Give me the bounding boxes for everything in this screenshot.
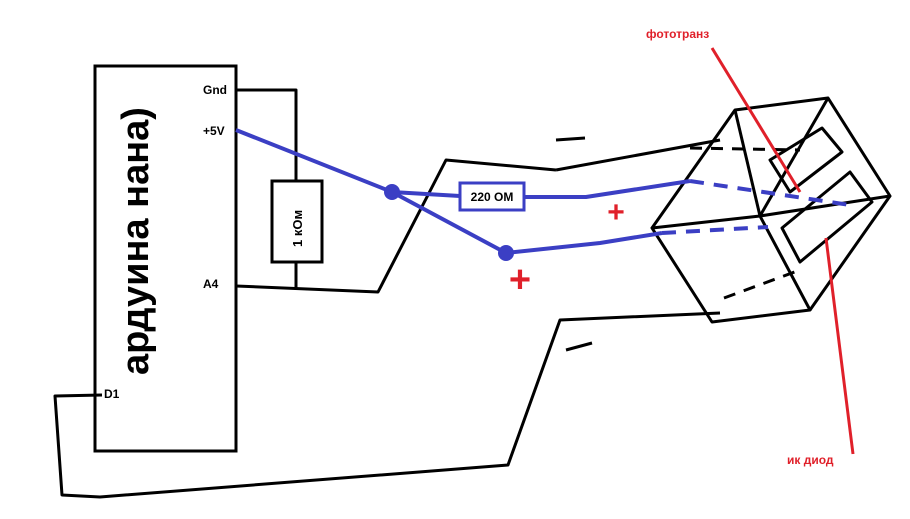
plus-sign-lower: + (509, 259, 531, 301)
minus-sign-bottom (565, 341, 593, 352)
black-wires (53, 88, 721, 499)
wire-sensor-top (555, 138, 721, 172)
junction-5v (384, 184, 400, 200)
minus-sign-top (555, 136, 586, 142)
wire-5v (235, 128, 461, 198)
junction-a4 (498, 245, 514, 261)
resistor-1k-label: 1 кОм (290, 210, 305, 247)
pin-label-5v: +5V (203, 124, 225, 138)
housing-top-edge (733, 109, 762, 217)
wire-divider (391, 190, 663, 255)
resistor-1k (270, 179, 324, 264)
plus-sign-upper: + (607, 196, 625, 229)
wire-a4 (235, 158, 557, 294)
slot-upper (768, 126, 844, 194)
housing-right (808, 195, 892, 311)
slot-lower (780, 170, 874, 264)
pin-label-a4: A4 (203, 277, 219, 291)
wire-gnd (236, 88, 298, 180)
blue-wires-hidden (661, 179, 851, 235)
wire-d1 (53, 311, 721, 499)
wire-220-out (524, 179, 691, 199)
pointer-phototransistor (710, 47, 802, 193)
arduino-board (93, 64, 238, 453)
pin-label-d1: D1 (104, 387, 120, 401)
pointer-ir-diode (824, 237, 855, 455)
resistor-220 (458, 181, 526, 212)
arduino-board-title: ардуина нана) (115, 107, 157, 375)
pin-label-gnd: Gnd (203, 83, 227, 97)
red-pointers (710, 47, 855, 455)
resistor-220-label: 220 ОМ (471, 190, 514, 204)
label-ir-diode: ик диод (787, 453, 834, 467)
label-phototransistor: фототранз (646, 27, 709, 41)
housing-hidden-lines (689, 146, 801, 300)
housing-back-edge (758, 97, 830, 217)
sensor-housing (650, 96, 892, 324)
